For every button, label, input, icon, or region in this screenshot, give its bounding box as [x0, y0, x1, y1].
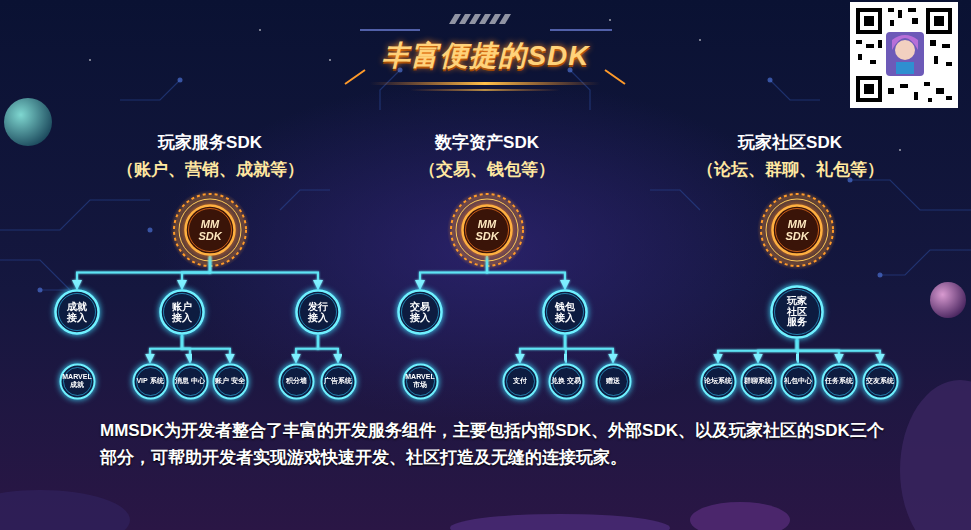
column-heading: 玩家社区SDK — [738, 131, 842, 154]
connector — [150, 335, 182, 363]
node-label: 成就 接入 — [66, 301, 88, 323]
column-heading: 玩家服务SDK — [158, 131, 262, 154]
diagram-title: 丰富便捷的SDK — [382, 37, 589, 75]
node-label: 玩家 社区 服务 — [786, 296, 808, 328]
connector — [182, 335, 230, 363]
feature-circle: 论坛系统 — [700, 363, 737, 400]
connector — [318, 335, 338, 363]
node-label: 消息 中心 — [175, 377, 205, 385]
node-label: 支付 — [513, 377, 527, 385]
module-circle: 玩家 社区 服务 — [770, 285, 824, 339]
feature-circle: 支付 — [502, 363, 539, 400]
feature-circle: 消息 中心 — [172, 363, 209, 400]
qr-code — [850, 2, 958, 108]
connector — [797, 339, 880, 363]
node-label: VIP 系统 — [136, 377, 163, 385]
feature-circle: 赠送 — [595, 363, 632, 400]
node-label: 赠送 — [606, 377, 620, 385]
node-label: 交易 接入 — [409, 301, 431, 323]
node-label: MM SDK — [472, 218, 502, 243]
feature-circle: VIP 系统 — [132, 363, 169, 400]
connector — [419, 335, 421, 363]
connector — [718, 339, 797, 363]
column-heading: （论坛、群聊、礼包等） — [697, 158, 884, 181]
connector — [758, 339, 797, 363]
node-label: 任务系统 — [825, 377, 853, 385]
feature-circle: 广告系统 — [320, 363, 357, 400]
core-circle: MM SDK — [771, 204, 823, 256]
connector — [565, 335, 613, 363]
module-circle: 发行 接入 — [295, 289, 341, 335]
node-label: 账户 接入 — [171, 301, 193, 323]
feature-circle: 兑换 交易 — [548, 363, 585, 400]
feature-circle: MARVEL 成就 — [59, 363, 96, 400]
connector — [520, 335, 565, 363]
connector — [296, 335, 318, 363]
node-label: MM SDK — [782, 218, 812, 243]
feature-circle: 礼包中心 — [780, 363, 817, 400]
node-label: 群聊系统 — [744, 377, 772, 385]
module-circle: 钱包 接入 — [542, 289, 588, 335]
connector — [77, 256, 210, 289]
node-label: MARVEL 成就 — [62, 373, 93, 389]
column-heading: （账户、营销、成就等） — [117, 158, 304, 181]
node-label: 账户 安全 — [215, 377, 245, 385]
column-heading: 数字资产SDK — [435, 131, 539, 154]
core-circle: MM SDK — [461, 204, 513, 256]
connector — [76, 335, 78, 363]
feature-circle: MARVEL 市场 — [402, 363, 439, 400]
connector — [487, 256, 565, 289]
core-circle: MM SDK — [184, 204, 236, 256]
column-heading: （交易、钱包等） — [419, 158, 555, 181]
connector — [796, 256, 798, 285]
node-label: 广告系统 — [324, 377, 352, 385]
module-circle: 成就 接入 — [54, 289, 100, 335]
feature-circle: 群聊系统 — [740, 363, 777, 400]
feature-circle: 积分墙 — [278, 363, 315, 400]
caption: MMSDK为开发者整合了丰富的开发服务组件，主要包括内部SDK、外部SDK、以及… — [100, 417, 900, 471]
node-label: 钱包 接入 — [554, 301, 576, 323]
module-circle: 交易 接入 — [397, 289, 443, 335]
node-label: MM SDK — [195, 218, 225, 243]
feature-circle: 账户 安全 — [212, 363, 249, 400]
node-label: 论坛系统 — [704, 377, 732, 385]
connector — [182, 256, 210, 289]
node-label: 发行 接入 — [307, 301, 329, 323]
node-label: 积分墙 — [286, 377, 307, 385]
module-circle: 账户 接入 — [159, 289, 205, 335]
node-label: 礼包中心 — [784, 377, 812, 385]
connector — [420, 256, 487, 289]
node-label: 兑换 交易 — [551, 377, 581, 385]
node-label: MARVEL 市场 — [405, 373, 436, 389]
connector — [210, 256, 318, 289]
feature-circle: 任务系统 — [821, 363, 858, 400]
feature-circle: 交友系统 — [862, 363, 899, 400]
node-label: 交友系统 — [866, 377, 894, 385]
